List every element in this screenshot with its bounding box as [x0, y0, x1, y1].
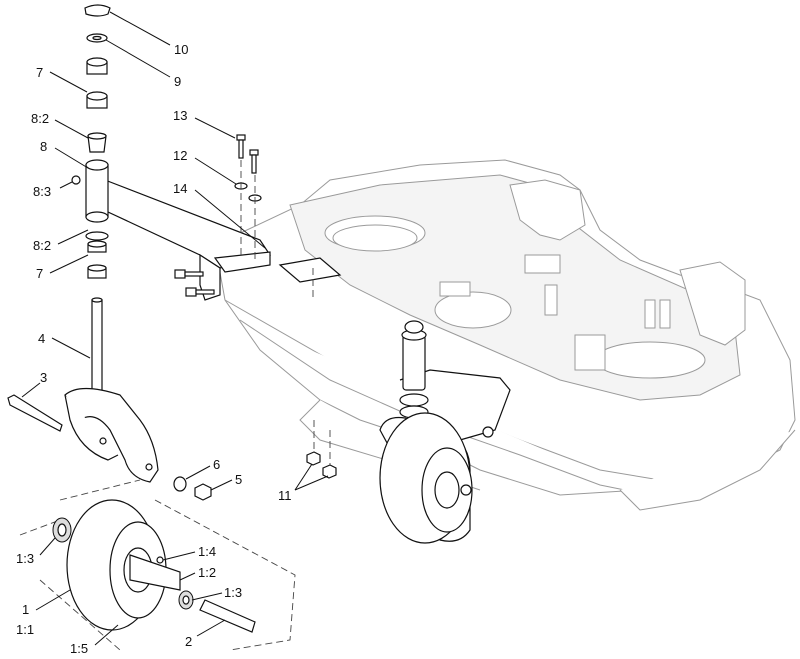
caster-fork-arm: [104, 179, 271, 301]
callout-11: 11: [278, 488, 292, 503]
callout-8-2: 8:2: [31, 111, 49, 126]
callout-7: 7: [36, 266, 43, 281]
callout-14: 14: [173, 181, 187, 196]
callout-labels: 10 9 7 13 12 8:2 8 14 8:3 8:2 7 4 3 6 5 …: [16, 42, 292, 656]
callout-10: 10: [174, 42, 188, 57]
mower-deck: [214, 159, 796, 511]
callout-1-4: 1:4: [198, 544, 216, 559]
assembled-caster-wheel: [379, 320, 511, 544]
callout-1-3: 1:3: [16, 551, 34, 566]
callout-5: 5: [235, 472, 242, 487]
callout-3: 3: [40, 370, 47, 385]
callout-12: 12: [173, 148, 187, 163]
callout-13: 13: [173, 108, 187, 123]
callout-1-5: 1:5: [70, 641, 88, 656]
side-bolts: [174, 269, 215, 297]
bolts: [236, 134, 259, 174]
spacer-plate: [278, 257, 342, 283]
caster-fork: [64, 297, 159, 483]
nut: [322, 464, 337, 479]
callout-8: 8: [40, 139, 47, 154]
axle-bolt: [7, 394, 63, 432]
callout-7: 7: [36, 65, 43, 80]
nut: [194, 483, 212, 501]
callout-6: 6: [213, 457, 220, 472]
callout-1-3: 1:3: [224, 585, 242, 600]
nut: [306, 451, 321, 466]
exploded-wheel-assembly: [19, 479, 296, 651]
callout-1-1: 1:1: [16, 622, 34, 637]
washer: [173, 476, 187, 492]
callout-4: 4: [38, 331, 45, 346]
callout-8-2: 8:2: [33, 238, 51, 253]
callout-2: 2: [185, 634, 192, 649]
callout-8-3: 8:3: [33, 184, 51, 199]
leader-lines: [21, 11, 329, 646]
callout-9: 9: [174, 74, 181, 89]
callout-1: 1: [22, 602, 29, 617]
callout-1-2: 1:2: [198, 565, 216, 580]
spindle-stack: [71, 4, 111, 279]
